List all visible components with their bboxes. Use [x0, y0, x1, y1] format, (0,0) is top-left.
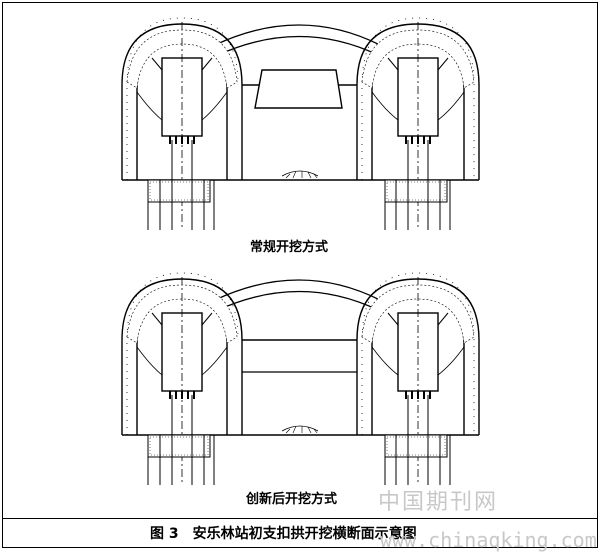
conventional-method-label: 常规开挖方式	[250, 240, 329, 255]
caption-bar	[2, 518, 598, 549]
conventional-section	[121, 17, 480, 231]
figure-caption: 图 3 安乐林站初支扣拱开挖横断面示意图	[150, 526, 417, 542]
watermark-logo: 中国期刊网	[378, 490, 499, 515]
watermark-url: www.chinaqking.com	[380, 528, 597, 552]
innovative-method-label: 创新后开挖方式	[246, 492, 338, 507]
innovative-section	[121, 272, 480, 486]
figure-frame	[2, 2, 598, 548]
